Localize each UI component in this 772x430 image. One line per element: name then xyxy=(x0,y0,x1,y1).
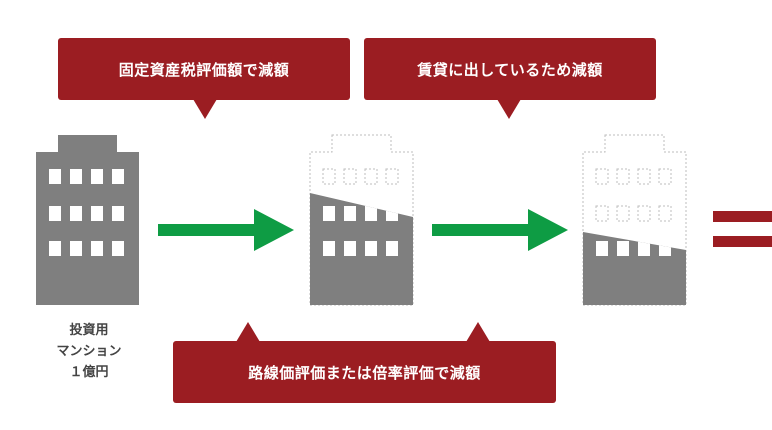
callout-route-price-label: 路線価評価または倍率評価で減額 xyxy=(248,363,481,382)
callout-property-tax-label: 固定資産税評価額で減額 xyxy=(118,60,290,79)
callout-property-tax-reduction: 固定資産税評価額で減額 xyxy=(58,38,350,100)
callout-pointer-up xyxy=(466,322,490,342)
caption-line-1: 投資用 xyxy=(69,323,109,338)
callout-pointer-up xyxy=(236,322,260,342)
right-arrow-icon xyxy=(432,209,568,251)
caption-line-2: マンション xyxy=(56,344,122,359)
callout-pointer-down xyxy=(193,99,217,119)
building-caption: 投資用 マンション １億円 xyxy=(38,320,140,383)
callout-pointer-down xyxy=(497,99,521,119)
callout-rental-label: 賃貸に出しているため減額 xyxy=(417,60,603,79)
callout-route-price-reduction: 路線価評価または倍率評価で減額 xyxy=(173,341,556,403)
callout-rental-reduction: 賃貸に出しているため減額 xyxy=(364,38,656,100)
building-icon-reduced xyxy=(309,134,414,306)
right-arrow-icon xyxy=(158,209,294,251)
building-icon-full xyxy=(36,135,139,305)
building-icon-further-reduced xyxy=(582,134,687,306)
caption-line-3: １億円 xyxy=(69,365,109,380)
equals-icon xyxy=(713,211,772,247)
